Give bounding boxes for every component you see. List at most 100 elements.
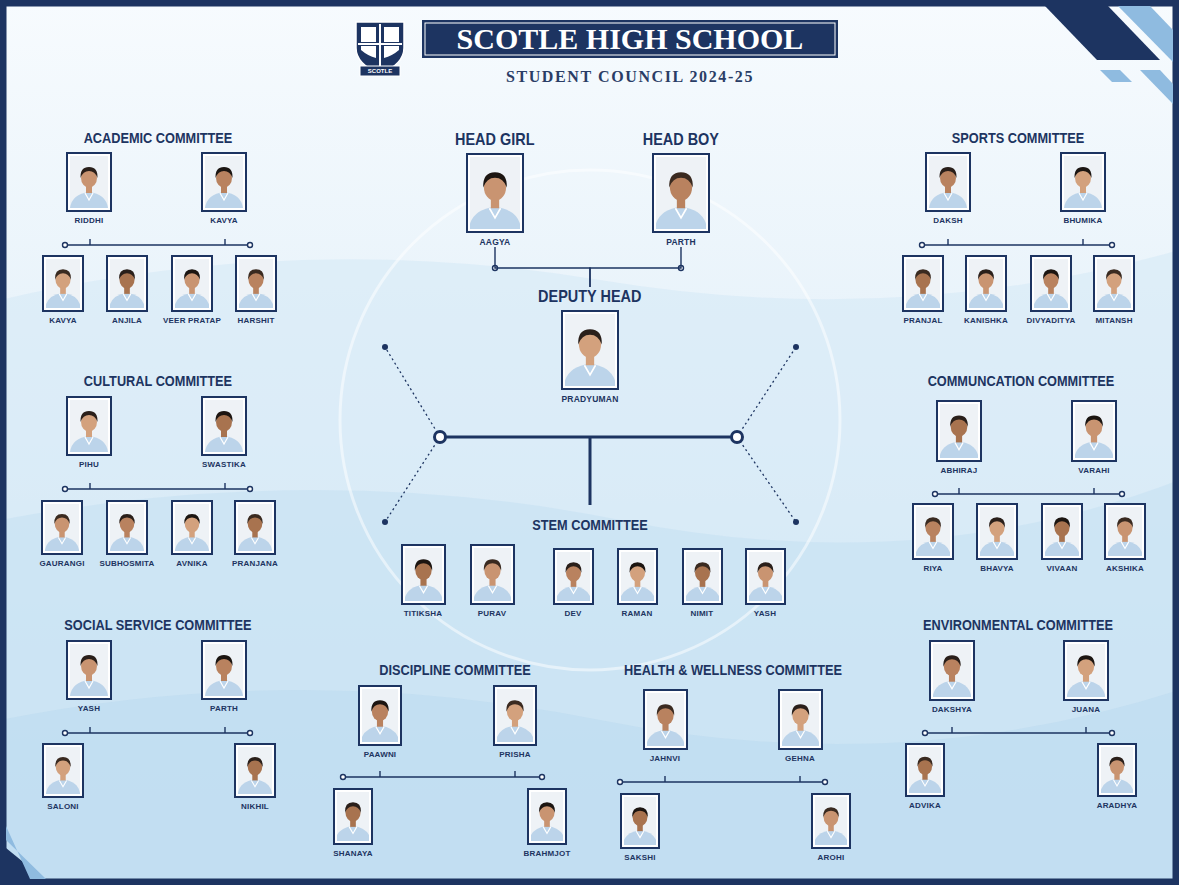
portrait-ground [1075, 404, 1113, 458]
portrait-hair [1054, 517, 1070, 527]
portrait-ground [238, 747, 272, 794]
role-heading: DEPUTY HEAD [538, 287, 641, 307]
student-card: KAVYA [42, 255, 84, 326]
student-card: ANJILA [106, 255, 148, 326]
photo-frame [66, 396, 112, 456]
student-name: NIKHIL [241, 802, 269, 812]
portrait-ground [474, 548, 511, 601]
portrait-collar [59, 294, 67, 301]
student-name: PRADYUMAN [561, 394, 618, 404]
student-name: ADVIKA [909, 801, 941, 811]
photo-frame [41, 500, 83, 555]
portrait-collar [636, 831, 643, 837]
portrait-hair [215, 655, 232, 666]
student-name: PARTH [210, 704, 238, 714]
student-card: VEER PRATAP [163, 255, 221, 326]
bracket-dot [679, 266, 684, 271]
portrait-ground [238, 504, 272, 551]
portrait-ground [1034, 259, 1068, 308]
student-card: ABHIRAJ [936, 400, 982, 476]
student-name: SALONI [47, 802, 78, 812]
portrait-shirt [362, 726, 398, 742]
student-card: PURAV [470, 544, 515, 619]
portrait-ground [362, 689, 398, 742]
portrait [70, 156, 108, 208]
portrait [205, 400, 243, 452]
portrait-ground [1045, 507, 1079, 556]
portrait [916, 507, 950, 556]
portrait [205, 156, 243, 208]
portrait-ground [70, 644, 108, 696]
portrait [1108, 507, 1142, 556]
portrait-hair [578, 329, 602, 344]
photo-frame [745, 548, 786, 605]
portrait [940, 404, 978, 458]
student-name: YASH [754, 609, 776, 619]
student-card: NIMIT [682, 548, 723, 619]
bracket-dot [248, 243, 253, 248]
portrait-collar [488, 586, 496, 593]
student-name: PRANJAL [903, 316, 942, 326]
portrait [405, 548, 442, 601]
photo-frame [358, 685, 402, 746]
bracket-dot [63, 487, 68, 492]
portrait-collar [123, 294, 131, 301]
portrait-ground [405, 548, 442, 601]
photo-frame [201, 152, 247, 212]
photo-frame [553, 548, 594, 605]
student-card: DEPUTY HEAD PRADYUMAN [529, 287, 651, 404]
portrait-ground [969, 259, 1003, 308]
portrait-shirt [205, 436, 243, 452]
photo-frame [778, 689, 823, 750]
portrait [1034, 259, 1068, 308]
portrait-ground [906, 259, 940, 308]
portrait [1101, 747, 1133, 793]
student-name: PRANJANA [232, 559, 278, 569]
subtitle: STUDENT COUNCIL 2024-25 [506, 68, 754, 86]
student-card: DEV [553, 548, 594, 619]
portrait-shirt [686, 586, 719, 601]
portrait-ground [337, 792, 369, 841]
portrait-hair [656, 704, 673, 715]
portrait-collar [543, 827, 551, 834]
bracket-line [620, 776, 825, 782]
student-card: HEAD GIRLAAGYA [448, 130, 542, 247]
portrait-shirt [980, 541, 1014, 556]
portrait-ground [46, 747, 80, 794]
photo-frame [620, 793, 660, 849]
portrait [1097, 259, 1131, 308]
portrait [933, 644, 971, 697]
portrait-ground [497, 689, 533, 742]
portrait-shirt [1101, 779, 1133, 793]
bracket [63, 239, 253, 248]
dotted-leader [385, 347, 796, 522]
portrait-shirt [749, 586, 782, 601]
portrait-collar [85, 681, 93, 688]
portrait-shirt [621, 586, 654, 601]
bracket-dot [1120, 492, 1125, 497]
student-card: SALONI [42, 743, 84, 812]
photo-frame [66, 152, 112, 212]
center-bar [440, 437, 737, 505]
student-name: ABHIRAJ [941, 466, 978, 476]
committee-heading: ENVIRONMENTAL COMMITTEE [923, 616, 1113, 634]
portrait-hair [215, 167, 232, 178]
student-card: PRISHA [493, 685, 537, 760]
portrait-hair [1074, 167, 1091, 178]
student-card: AKSHIKA [1104, 503, 1146, 574]
portrait-collar [1047, 294, 1055, 301]
portrait-hair [943, 655, 960, 666]
bracket-dot [923, 731, 928, 736]
portrait-collar [251, 537, 258, 543]
portrait [474, 548, 511, 601]
photo-frame [811, 793, 851, 849]
corner-dot [793, 519, 799, 525]
bracket-line [65, 727, 250, 733]
student-name: SAKSHI [624, 853, 655, 863]
bracket [920, 239, 1115, 248]
portrait [969, 259, 1003, 308]
watermark-ring [340, 170, 840, 670]
portrait-collar [349, 827, 357, 834]
portrait [1045, 507, 1079, 556]
